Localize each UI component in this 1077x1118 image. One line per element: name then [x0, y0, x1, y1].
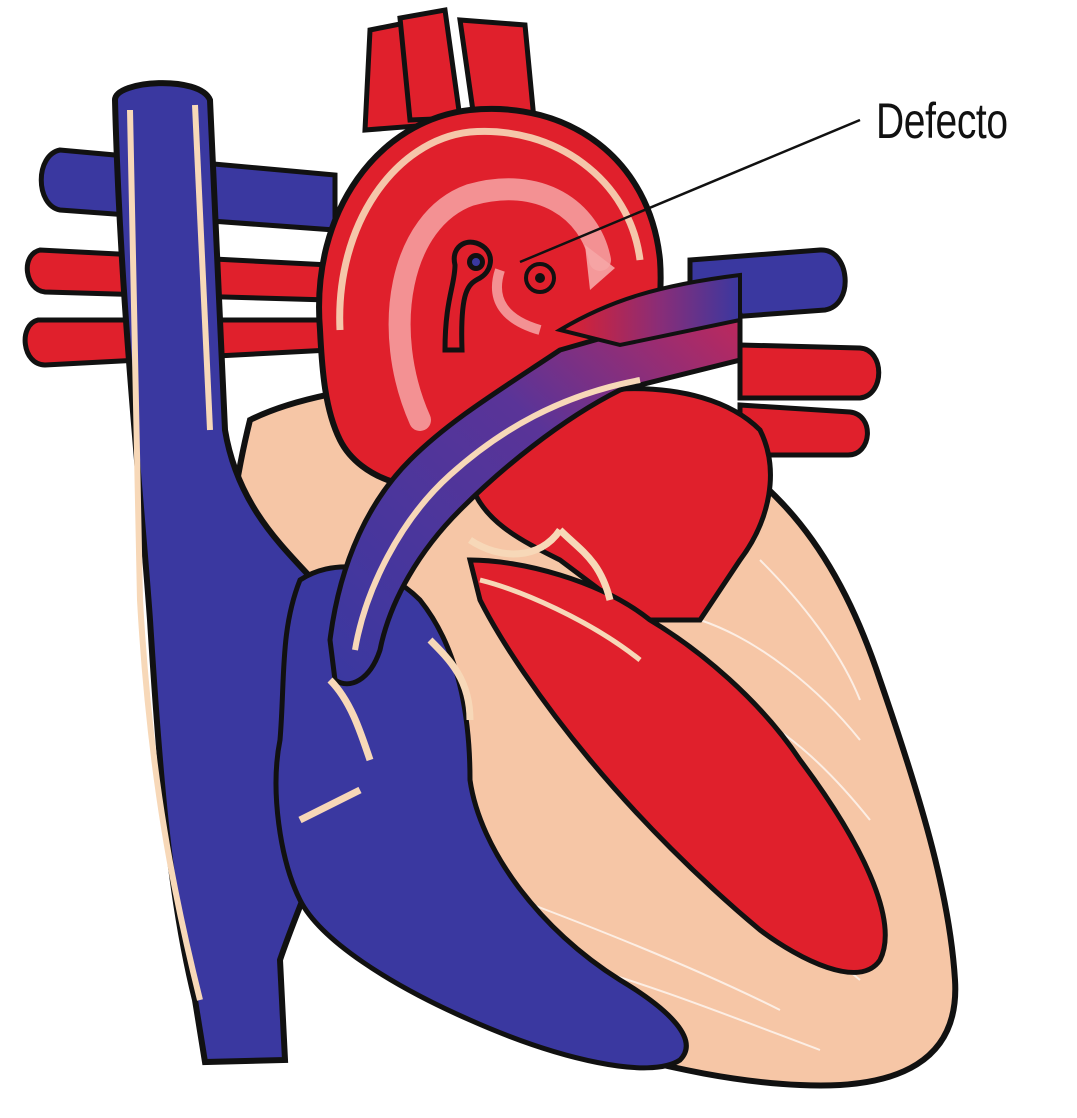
callout-label: Defecto: [876, 92, 1008, 150]
